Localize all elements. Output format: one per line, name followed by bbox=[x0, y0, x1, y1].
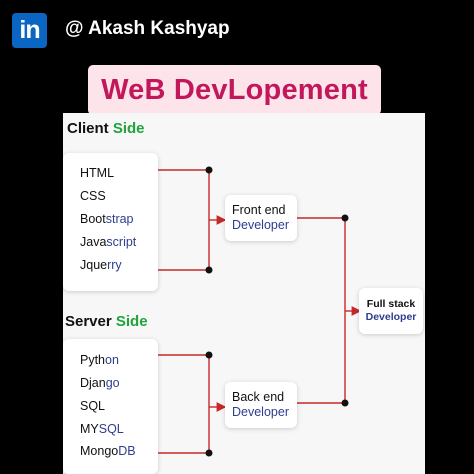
page-title: WeB DevLopement bbox=[101, 73, 368, 106]
list-item-mongodb: MongoDB bbox=[80, 444, 136, 458]
connector-dot bbox=[205, 449, 213, 457]
connector-dot bbox=[205, 166, 213, 174]
server-side-title-prefix: Server bbox=[65, 313, 116, 330]
list-item-bootstrap: Bootstrap bbox=[80, 212, 134, 226]
full-stack-label: Full stack bbox=[366, 298, 416, 310]
list-item-mysql: MYSQL bbox=[80, 422, 124, 436]
list-item-python: Python bbox=[80, 353, 119, 367]
list-item-jquerry: Jquerry bbox=[80, 258, 122, 272]
client-bracket bbox=[158, 169, 210, 271]
list-item-html: HTML bbox=[80, 166, 115, 180]
header: in @ Akash Kashyap bbox=[0, 0, 474, 62]
dev-bracket bbox=[297, 217, 346, 404]
front-end-node: Front end Developer bbox=[225, 195, 297, 241]
client-side-title-prefix: Client bbox=[67, 120, 113, 137]
back-end-role: Developer bbox=[232, 405, 289, 419]
list-item-javascript: Javascript bbox=[80, 235, 137, 249]
list-item-sql: SQL bbox=[80, 399, 106, 413]
connector-dot bbox=[341, 399, 349, 407]
connector-dot bbox=[341, 214, 349, 222]
server-side-title: Server Side bbox=[65, 313, 148, 330]
server-bracket bbox=[158, 354, 210, 454]
linkedin-icon[interactable]: in bbox=[12, 13, 47, 48]
client-side-title: Client Side bbox=[67, 120, 145, 137]
list-item-django: Django bbox=[80, 376, 120, 390]
connector-dot bbox=[205, 351, 213, 359]
client-side-list: HTML CSS Bootstrap Javascript Jquerry bbox=[63, 153, 158, 291]
server-side-title-accent: Side bbox=[115, 313, 148, 330]
back-end-label: Back end bbox=[232, 390, 285, 404]
connector-dot bbox=[205, 266, 213, 274]
client-side-title-accent: Side bbox=[112, 120, 145, 137]
author-handle: @ Akash Kashyap bbox=[65, 18, 230, 39]
full-stack-role: Developer bbox=[365, 311, 417, 323]
list-item-css: CSS bbox=[80, 189, 106, 203]
front-end-label: Front end bbox=[232, 203, 286, 217]
full-stack-node: Full stack Developer bbox=[359, 288, 423, 334]
server-side-list: Python Django SQL MYSQL MongoDB bbox=[63, 339, 158, 474]
back-end-node: Back end Developer bbox=[225, 382, 297, 428]
front-end-role: Developer bbox=[232, 218, 289, 232]
title-banner: WeB DevLopement bbox=[88, 65, 381, 115]
